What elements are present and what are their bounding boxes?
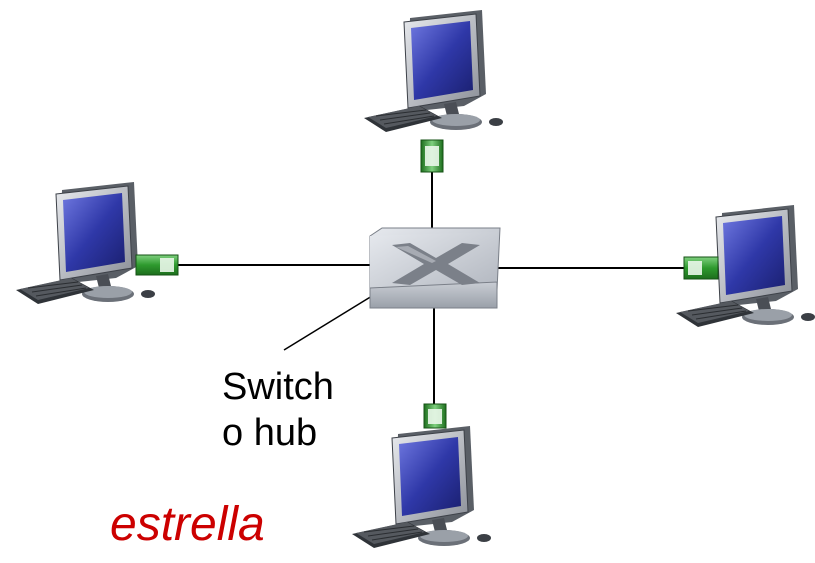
switch-label-line2: o hub	[222, 412, 318, 454]
switch-label-line1: Switch	[222, 366, 334, 408]
cables	[178, 172, 684, 404]
label-pointer-line	[283, 295, 373, 351]
topology-label: estrella	[110, 498, 265, 551]
switch-hub-label: Switch o hub	[222, 364, 334, 456]
connectors	[135, 139, 719, 429]
switch-icon	[369, 227, 501, 309]
computer-left	[15, 181, 156, 305]
computer-top	[363, 9, 504, 133]
computer-bottom	[351, 425, 492, 549]
